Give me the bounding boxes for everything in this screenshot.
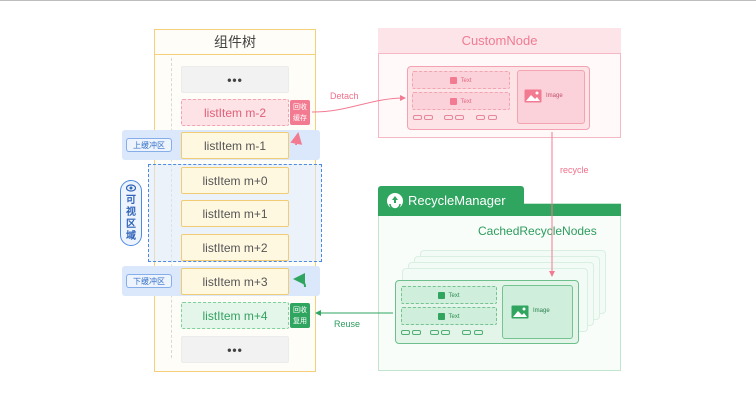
turn-arrow-icon <box>293 273 306 288</box>
recycle-manager-title: RecycleManager <box>408 193 506 208</box>
list-item-m-1[interactable]: listItem m-1 <box>181 132 289 159</box>
custom-node-text-label-2: Text <box>460 99 472 105</box>
cached-node-text-label-1: Text <box>448 293 460 299</box>
image-icon <box>524 89 542 103</box>
list-item-m+0[interactable]: listItem m+0 <box>181 167 289 194</box>
lower-buffer-label: 下缓冲区 <box>126 274 172 288</box>
eye-icon <box>126 184 136 192</box>
list-item-ellipsis-bottom: ••• <box>181 336 289 363</box>
list-item-m+1[interactable]: listItem m+1 <box>181 200 289 227</box>
mini-control <box>455 115 464 120</box>
mini-control <box>462 330 471 335</box>
visible-area-text: 可 视 区 域 <box>126 195 136 242</box>
mini-control <box>430 330 439 335</box>
mini-control <box>424 115 433 120</box>
upper-buffer-label: 上缓冲区 <box>126 138 172 152</box>
top-border <box>0 0 756 1</box>
cached-node-text-row-1: Text <box>401 286 497 304</box>
recycle-icon <box>387 193 403 210</box>
up-arrow-icon <box>290 132 303 146</box>
mini-control <box>488 115 497 120</box>
recycle-label: recycle <box>560 165 589 175</box>
text-icon <box>450 97 458 105</box>
custom-node-text-row-1: Text <box>412 71 510 89</box>
reuse-label: Reuse <box>334 319 361 329</box>
mini-control <box>441 330 450 335</box>
list-item-m+4[interactable]: listItem m+4 <box>181 302 289 329</box>
cached-recycle-nodes-label: CachedRecycleNodes <box>478 224 597 238</box>
custom-node-text-row-2: Text <box>412 92 510 110</box>
mini-control <box>474 330 483 335</box>
mini-control <box>412 330 421 335</box>
custom-node-title: CustomNode <box>378 28 621 54</box>
text-icon <box>438 291 446 299</box>
cached-node-image-box: Image <box>502 285 573 339</box>
list-item-m+2[interactable]: listItem m+2 <box>181 234 289 261</box>
text-icon <box>438 312 446 320</box>
cached-node-text-label-2: Text <box>448 314 460 320</box>
list-item-m+3[interactable]: listItem m+3 <box>181 268 289 295</box>
recycle-manager-header-tail <box>520 204 621 216</box>
text-icon <box>450 76 458 84</box>
detach-arrow <box>311 95 406 113</box>
cached-node-text-row-2: Text <box>401 307 497 325</box>
list-item-m-2[interactable]: listItem m-2 <box>181 99 289 126</box>
recycle-cache-tag: 回收 缓存 <box>290 100 310 125</box>
component-tree-title: 组件树 <box>154 29 316 55</box>
mini-control <box>413 115 422 120</box>
custom-node-image-label: Image <box>546 93 563 99</box>
recycle-reuse-tag: 回收 复用 <box>290 303 310 328</box>
custom-node-image-box: Image <box>517 70 585 124</box>
custom-node-text-label-1: Text <box>460 78 472 84</box>
image-icon <box>511 305 529 319</box>
list-item-ellipsis-top: ••• <box>181 66 289 93</box>
mini-control <box>476 115 485 120</box>
mini-control <box>444 115 453 120</box>
visible-area-label: 可 视 区 域 <box>120 180 142 246</box>
mini-control <box>401 330 410 335</box>
cached-node-image-label: Image <box>533 308 550 314</box>
detach-label: Detach <box>330 91 359 101</box>
